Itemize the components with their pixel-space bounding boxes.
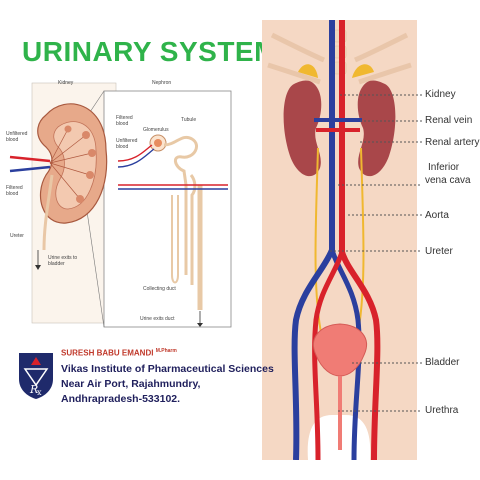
unfiltered-blood-label-right: Unfiltered blood <box>116 138 138 150</box>
label-ureter: Ureter <box>425 246 453 257</box>
label-aorta: Aorta <box>425 210 449 221</box>
urine-exits-duct-label: Urine exits duct <box>140 316 175 322</box>
urine-exits-bladder-label: Urine exits to bladder <box>48 255 78 267</box>
kidney-cross-section <box>37 103 108 224</box>
nephron-drawing <box>117 134 228 310</box>
label-renal-artery: Renal artery <box>425 137 480 148</box>
adrenal-gland-left <box>298 64 318 78</box>
author-degree: M.Pharm <box>155 348 177 354</box>
kidney-nephron-diagram <box>9 82 232 328</box>
kidney-left <box>283 80 322 177</box>
nephron-heading: Nephron <box>152 80 172 86</box>
vena-cava <box>291 20 335 460</box>
filtered-blood-label-right: Filtered blood <box>116 115 133 127</box>
svg-text:x: x <box>37 388 42 397</box>
ureter-line <box>42 174 54 251</box>
nephron-panel <box>103 90 232 328</box>
ureter-left <box>314 147 323 339</box>
collecting-duct-label: Collecting duct <box>143 286 176 292</box>
kidney-right <box>357 80 396 177</box>
ureter-label-inset: Ureter <box>10 233 24 239</box>
glomerulus-label: Glomerulus <box>143 127 169 133</box>
address-line-1: Vikas Institute of Pharmaceutical Scienc… <box>61 363 274 375</box>
urinary-anatomy-illustration <box>262 20 417 460</box>
address-line-2: Near Air Port, Rajahmundry, <box>61 378 201 390</box>
label-kidney: Kidney <box>425 89 456 100</box>
filtered-blood-label-left: Filtered blood <box>6 185 23 197</box>
renal-vein-line <box>9 165 51 173</box>
label-vena-cava: vena cava <box>425 175 471 186</box>
label-pointer-lines <box>330 94 422 412</box>
label-bladder: Bladder <box>425 357 460 368</box>
kidney-heading: Kidney <box>58 80 74 86</box>
renal-artery-line <box>9 155 51 163</box>
address-line-3: Andhrapradesh-533102. <box>61 393 181 405</box>
label-inferior: Inferior <box>428 162 460 173</box>
unfiltered-blood-label-left: Unfiltered blood <box>6 131 28 143</box>
aorta <box>339 20 381 460</box>
svg-text:R: R <box>29 383 38 396</box>
label-renal-vein: Renal vein <box>425 115 473 126</box>
adrenal-gland-right <box>352 64 374 78</box>
college-logo: R x <box>19 353 53 399</box>
author-name: SURESH BABU EMANDI M.Pharm <box>61 348 177 358</box>
page-title: URINARY SYSTEM <box>22 36 278 67</box>
tubule-label: Tubule <box>181 117 197 123</box>
label-urethra: Urethra <box>425 405 459 416</box>
